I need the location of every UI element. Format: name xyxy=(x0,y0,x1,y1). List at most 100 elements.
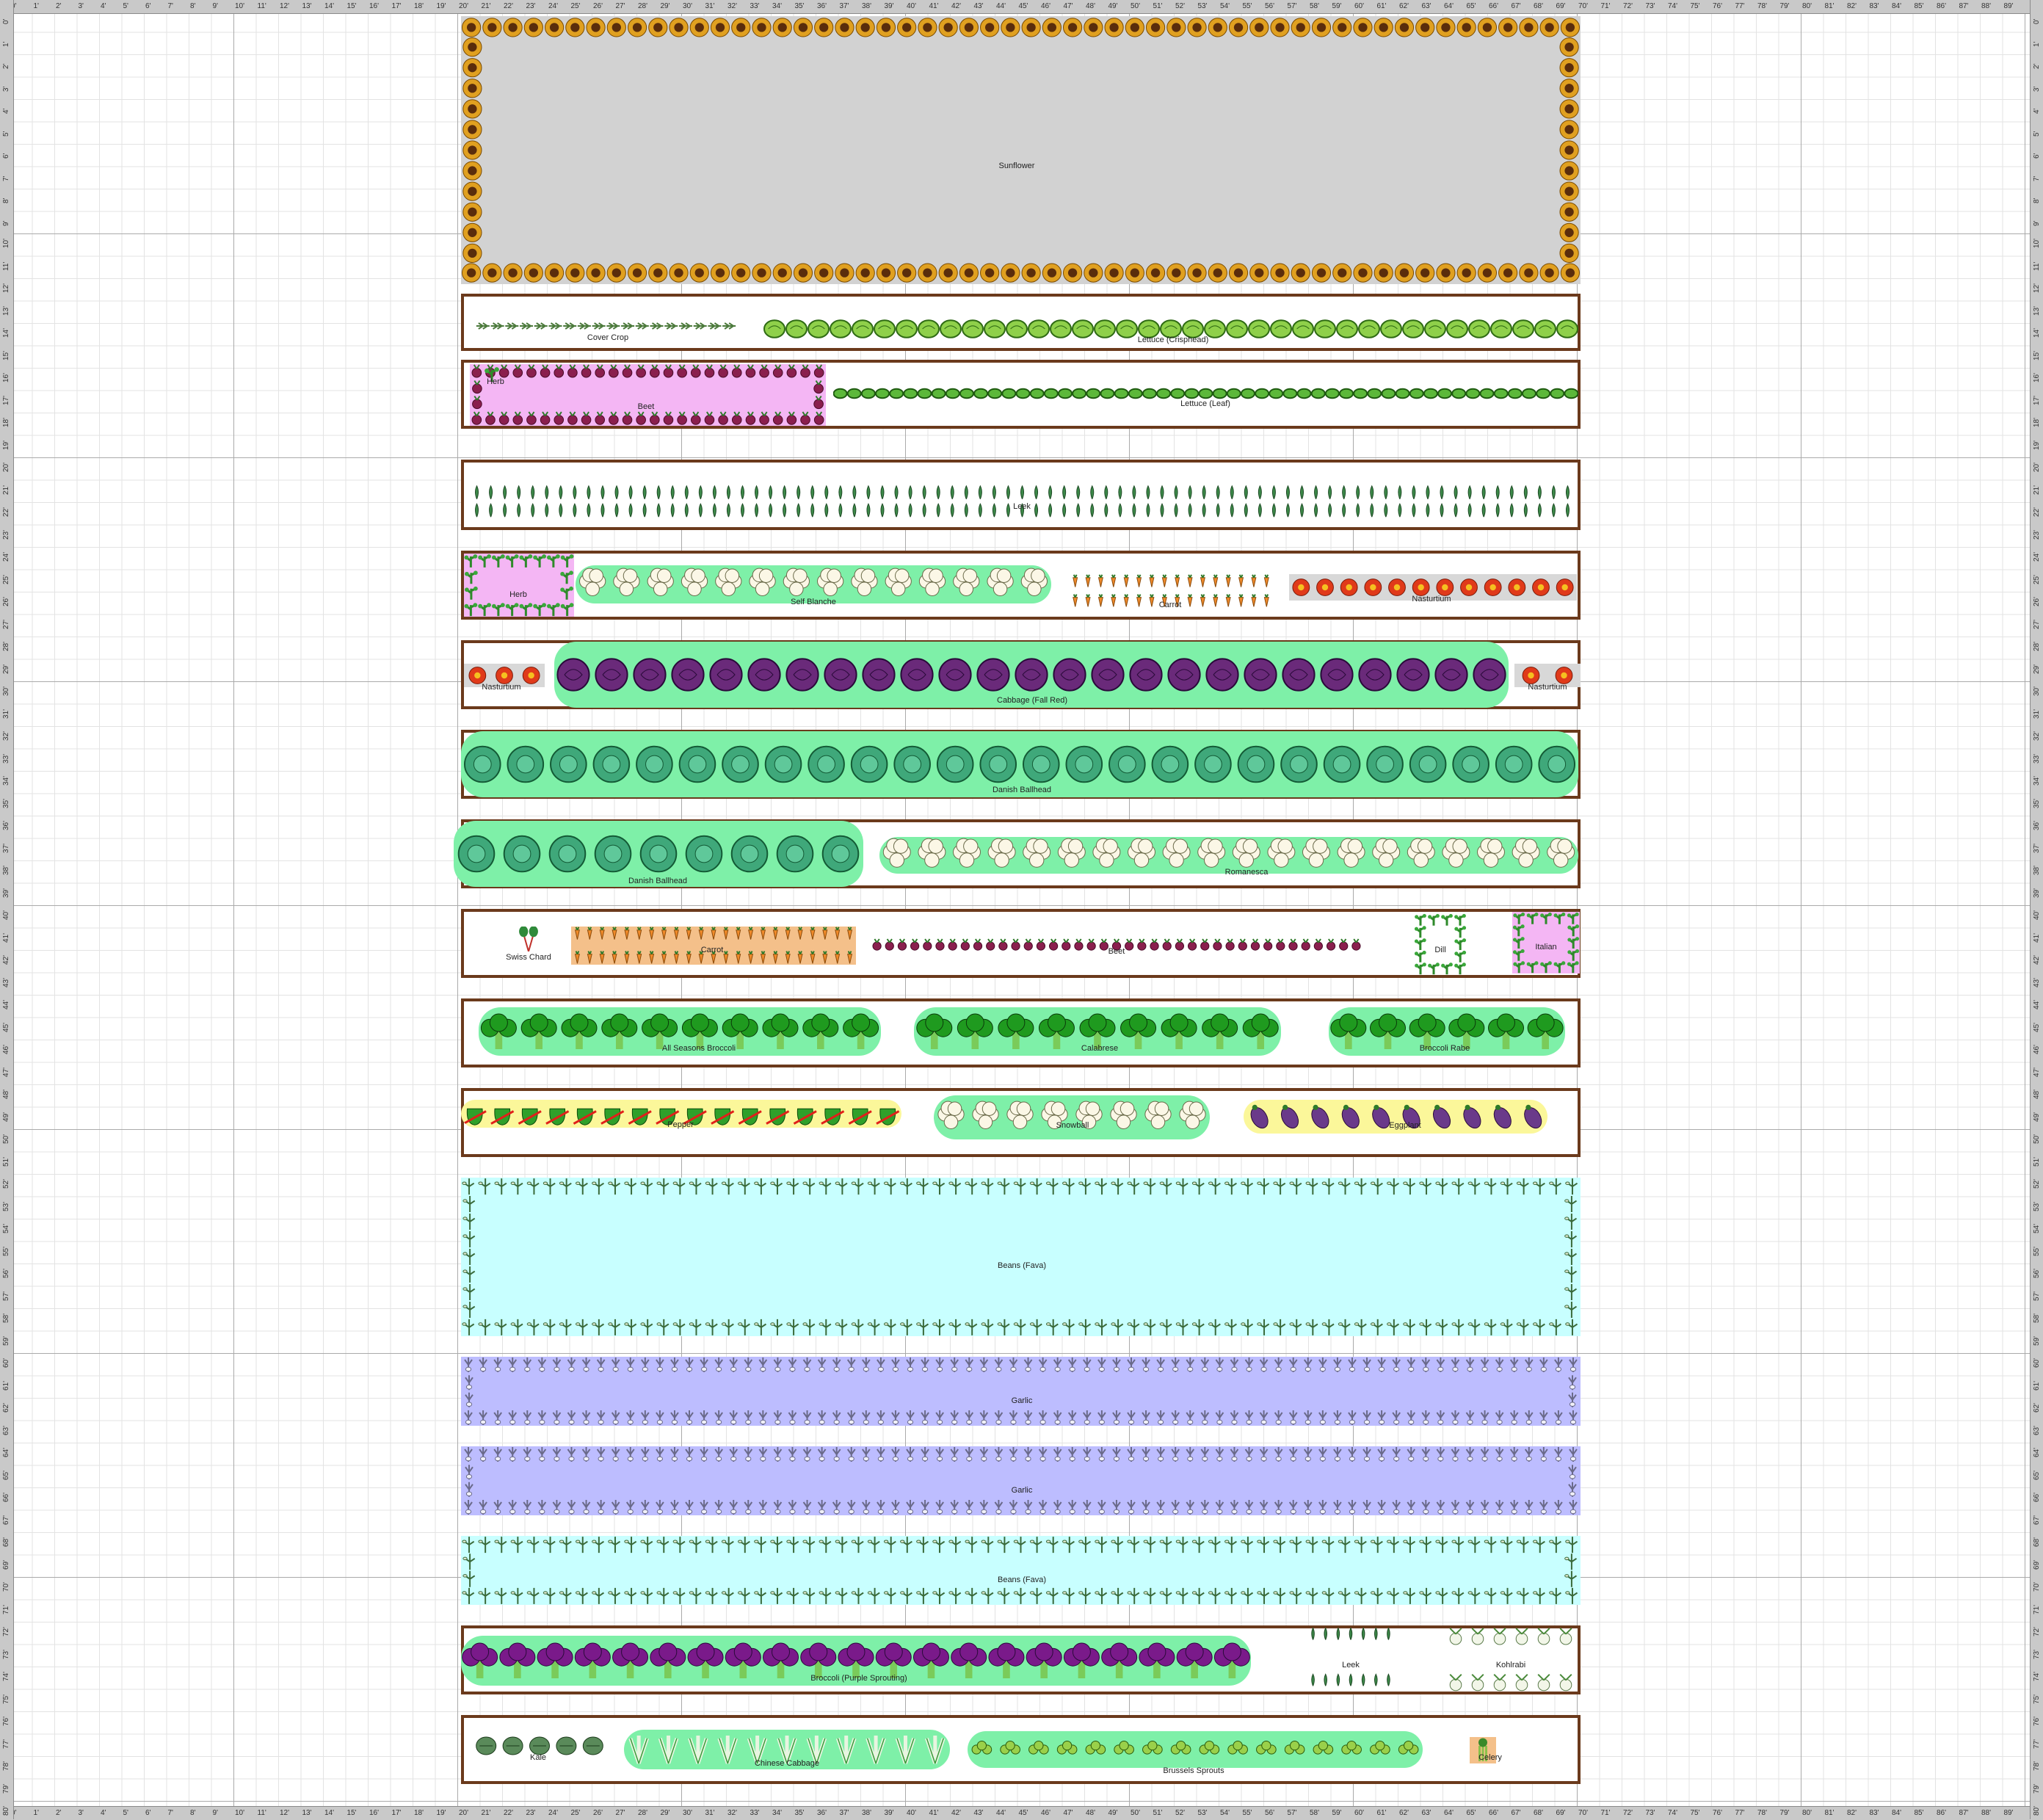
red-cabbage-icon xyxy=(1473,658,1506,692)
planting-area[interactable] xyxy=(470,485,1575,518)
lettuce-icon xyxy=(1160,319,1182,338)
cabbage-icon xyxy=(1022,745,1060,783)
planting-area[interactable] xyxy=(461,1636,1251,1686)
planting-area[interactable] xyxy=(1414,913,1467,975)
garlic-icon xyxy=(1539,1500,1548,1515)
garlic-icon xyxy=(1112,1357,1121,1372)
sunflower-icon xyxy=(1125,18,1144,37)
ruler-tick-label: 41' xyxy=(929,2,939,10)
planting-area[interactable] xyxy=(461,1536,1581,1605)
brussels-sprouts-icon xyxy=(1313,1740,1334,1755)
ruler-tick-label: 1' xyxy=(33,2,39,10)
fava-bean-icon xyxy=(1241,1178,1254,1195)
planting-area[interactable] xyxy=(461,731,1578,797)
beet-icon xyxy=(677,364,687,378)
planting-area[interactable] xyxy=(871,937,1362,953)
garlic-icon xyxy=(758,1357,768,1372)
planting-area[interactable] xyxy=(476,316,736,336)
herb-icon xyxy=(1441,913,1453,926)
fava-bean-icon xyxy=(1111,1319,1124,1335)
planting-area[interactable] xyxy=(1244,1100,1547,1134)
sunflower-icon xyxy=(565,18,585,37)
garlic-icon xyxy=(611,1410,620,1425)
planting-area[interactable] xyxy=(479,1007,881,1056)
planting-area[interactable] xyxy=(461,1357,1581,1426)
planting-area[interactable] xyxy=(1514,664,1581,687)
planting-area[interactable] xyxy=(763,316,1578,342)
planting-area[interactable] xyxy=(1470,1737,1496,1763)
planting-area[interactable] xyxy=(554,642,1509,708)
sunflower-icon xyxy=(1374,263,1393,283)
fava-bean-icon xyxy=(1273,1587,1286,1604)
beet-icon xyxy=(1326,938,1336,951)
planting-area[interactable] xyxy=(934,1095,1210,1139)
sunflower-icon xyxy=(1084,18,1103,37)
planting-area[interactable] xyxy=(968,1731,1423,1768)
planting-area[interactable] xyxy=(470,364,826,426)
fava-bean-icon xyxy=(1370,1319,1383,1335)
chard-icon xyxy=(519,927,538,951)
planting-area[interactable] xyxy=(576,565,1051,603)
garlic-icon xyxy=(846,1410,856,1425)
planting-area[interactable] xyxy=(1512,912,1580,974)
garlic-icon xyxy=(832,1357,841,1372)
garlic-icon xyxy=(1038,1500,1048,1515)
ruler-tick-label: 18' xyxy=(414,1809,424,1817)
planting-area[interactable] xyxy=(461,1446,1581,1515)
planting-area[interactable] xyxy=(624,1730,950,1769)
garlic-icon xyxy=(1524,1410,1534,1425)
beet-icon xyxy=(471,364,482,378)
leek-icon xyxy=(628,485,633,499)
planting-area[interactable] xyxy=(1307,1627,1395,1687)
garlic-icon xyxy=(581,1447,591,1462)
cauliflower-icon xyxy=(851,568,878,597)
planting-area[interactable] xyxy=(1289,574,1577,601)
fava-bean-icon xyxy=(672,1587,686,1604)
lettuce-icon xyxy=(1468,319,1490,338)
planting-area[interactable] xyxy=(914,1007,1281,1056)
planting-area[interactable] xyxy=(464,664,545,687)
beet-icon xyxy=(935,938,945,951)
leek-icon xyxy=(1299,485,1304,499)
carrot-icon xyxy=(1161,574,1167,587)
planting-area[interactable] xyxy=(461,1100,901,1128)
carrot-icon xyxy=(1161,594,1167,607)
planting-area[interactable] xyxy=(473,1730,606,1762)
planting-area[interactable] xyxy=(485,367,499,382)
ruler-tick-label: 43' xyxy=(2,977,10,987)
beet-icon xyxy=(813,411,824,425)
fava-bean-icon xyxy=(802,1587,816,1604)
garlic-icon xyxy=(744,1447,753,1462)
planting-area[interactable] xyxy=(461,16,1581,284)
planting-area[interactable] xyxy=(507,927,551,951)
planting-area[interactable] xyxy=(454,821,863,887)
leek-icon xyxy=(810,503,815,518)
planting-area[interactable] xyxy=(1445,1625,1577,1694)
planting-area[interactable] xyxy=(1069,574,1273,608)
purple-broccoli-icon xyxy=(1176,1642,1213,1678)
lettuce-icon xyxy=(1248,319,1270,338)
planting-icons xyxy=(464,1357,1578,1425)
ruler-tick-label: 26' xyxy=(2033,596,2041,606)
planting-area[interactable] xyxy=(571,927,856,965)
cabbage-icon xyxy=(808,745,845,783)
cauliflower-icon xyxy=(937,1101,965,1130)
fava-bean-icon xyxy=(1387,1319,1399,1335)
planting-area[interactable] xyxy=(1329,1007,1565,1056)
ruler-tick-label: 57' xyxy=(1287,2,1297,10)
planting-area[interactable] xyxy=(461,1178,1581,1336)
fava-bean-icon xyxy=(462,1284,476,1300)
planting-area[interactable] xyxy=(464,554,574,617)
leek-icon xyxy=(880,503,885,518)
brussels-sprouts-icon xyxy=(1227,1740,1248,1755)
fava-bean-icon xyxy=(721,1587,734,1604)
lettuce-leaf-icon xyxy=(1072,388,1087,399)
planting-area[interactable] xyxy=(879,837,1578,874)
sunflower-icon xyxy=(1021,18,1041,37)
fava-bean-icon xyxy=(462,1587,475,1604)
sunflower-icon xyxy=(1560,263,1580,283)
fava-bean-icon xyxy=(576,1587,588,1604)
fava-bean-icon xyxy=(948,1178,962,1195)
planting-area[interactable] xyxy=(833,386,1578,401)
garlic-icon xyxy=(1362,1410,1371,1425)
